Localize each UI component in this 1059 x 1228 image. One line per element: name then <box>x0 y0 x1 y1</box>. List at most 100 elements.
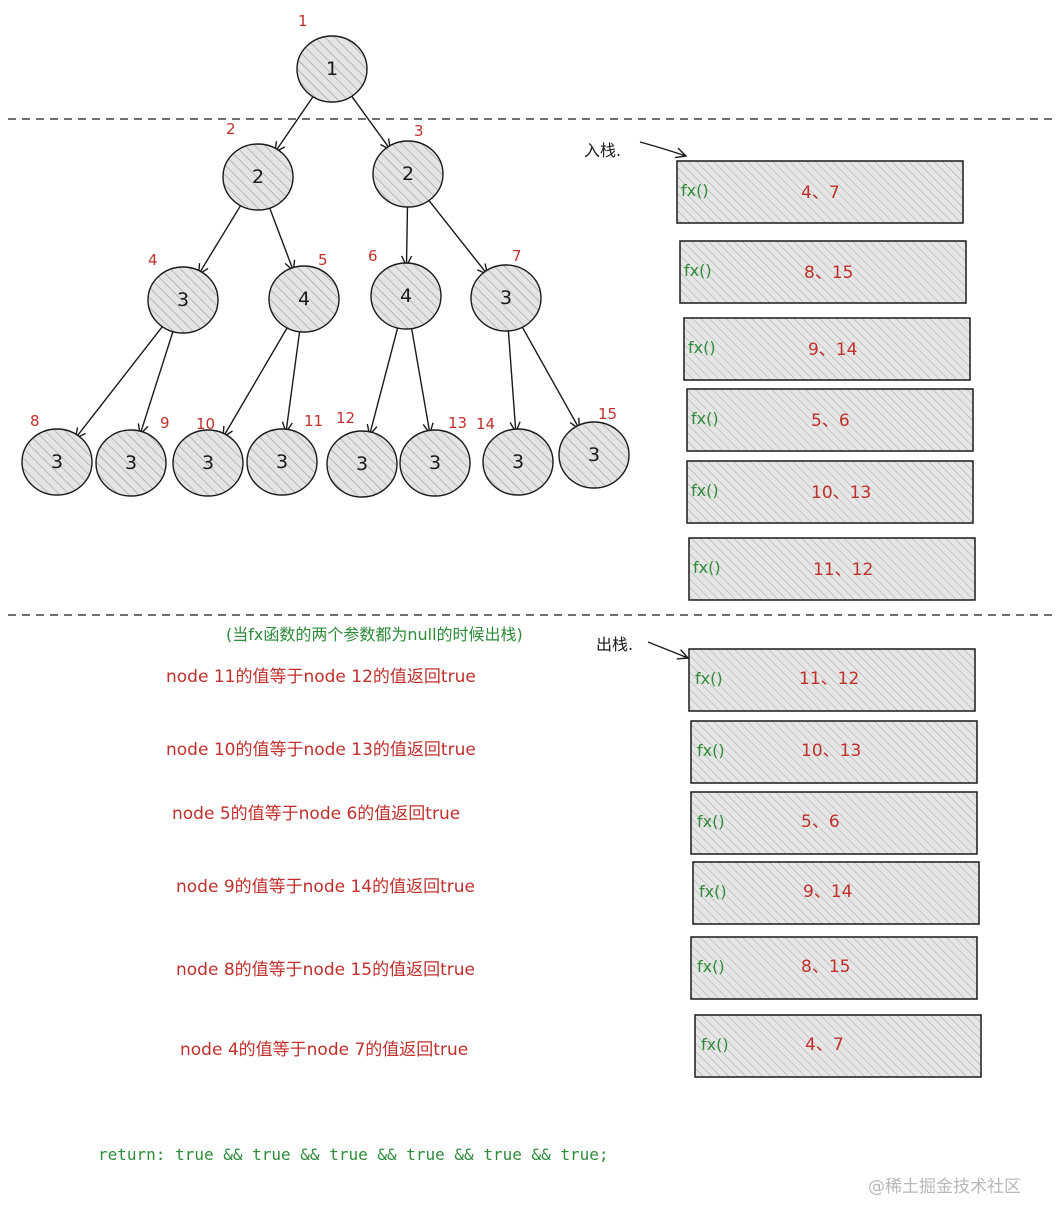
tree-edge <box>427 198 488 274</box>
stack-frame-box <box>679 240 967 304</box>
tree-node-value: 3 <box>125 452 137 474</box>
stack-frame-args: 11、12 <box>813 560 873 580</box>
tree-node-value: 4 <box>298 288 310 310</box>
push-stack-frame: fx() 11、12 <box>688 537 976 601</box>
stack-frame-box <box>686 388 974 452</box>
tree-node-circle <box>558 421 630 489</box>
tree-node-index-label: 3 <box>414 122 424 140</box>
tree-node-circle <box>399 429 471 497</box>
tree-node: 23 <box>372 122 444 208</box>
tree-node: 39 <box>95 414 170 497</box>
stack-frame-box <box>694 1014 982 1078</box>
stack-frame-args: 4、7 <box>801 183 840 203</box>
stack-frame-fn: fx() <box>688 338 716 357</box>
tree-node-circle <box>95 429 167 497</box>
pop-result-text: node 8的值等于node 15的值返回true <box>176 960 475 980</box>
tree-node-value: 3 <box>429 452 441 474</box>
tree-edge <box>199 203 242 274</box>
stack-frame-fn: fx() <box>695 669 723 688</box>
tree-node: 34 <box>147 251 219 334</box>
stack-frame-args: 5、6 <box>801 812 840 832</box>
stack-frame-args: 8、15 <box>801 957 850 977</box>
stack-frame-args: 9、14 <box>808 340 857 360</box>
push-stack-frame: fx() 8、15 <box>679 240 967 304</box>
tree-edge <box>410 327 429 434</box>
tree-node-index-label: 10 <box>196 415 215 433</box>
tree-edges <box>75 94 579 438</box>
stack-frame-fn: fx() <box>691 481 719 500</box>
pop-result-text: node 5的值等于node 6的值返回true <box>172 804 460 824</box>
pop-result-text: node 4的值等于node 7的值返回true <box>180 1040 468 1060</box>
stack-frame-fn: fx() <box>681 181 709 200</box>
tree-node-circle <box>246 428 318 496</box>
tree-edge <box>75 324 164 438</box>
tree-node-value: 3 <box>177 289 189 311</box>
stack-frame-fn: fx() <box>684 261 712 280</box>
tree-node: 45 <box>268 251 340 333</box>
tree-node-value: 1 <box>326 58 338 80</box>
tree-node: 46 <box>368 247 442 330</box>
tree-node-value: 3 <box>276 451 288 473</box>
tree-node-value: 3 <box>51 451 63 473</box>
stack-frame-args: 8、15 <box>804 263 853 283</box>
stack-frame-args: 4、7 <box>805 1035 844 1055</box>
tree-node-circle <box>296 35 368 103</box>
tree-node: 38 <box>21 412 93 496</box>
tree-node-index-label: 2 <box>226 120 236 138</box>
tree-node-circle <box>372 140 444 208</box>
tree-node-circle <box>326 430 398 498</box>
pop-condition-note: (当fx函数的两个参数都为null的时候出栈) <box>226 625 523 644</box>
stack-frame-fn: fx() <box>691 409 719 428</box>
stack-frame-fn: fx() <box>699 882 727 901</box>
pop-stack-label: 出栈. <box>596 635 633 654</box>
tree-node: 37 <box>470 247 542 332</box>
stack-frame-args: 10、13 <box>801 741 861 761</box>
pop-result-text: node 9的值等于node 14的值返回true <box>176 877 475 897</box>
push-stack-label: 入栈. <box>584 141 621 160</box>
stack-frame-box <box>690 720 978 784</box>
stack-frame-box <box>690 936 978 1000</box>
tree-node-circle <box>21 428 93 496</box>
return-statement: return: true && true && true && true && … <box>98 1145 609 1164</box>
tree-node: 315 <box>558 405 630 489</box>
tree-node-index-label: 1 <box>298 12 308 30</box>
push-stack-frame: fx() 5、6 <box>686 388 974 452</box>
watermark: @稀土掘金技术社区 <box>868 1177 1021 1197</box>
tree-node: 3 11 <box>246 412 323 496</box>
tree-edge <box>507 329 515 432</box>
stack-frame-box <box>686 460 974 524</box>
tree-node-circle <box>482 428 554 496</box>
push-stack-frame: fx() 9、14 <box>683 317 971 381</box>
pop-result-text: node 11的值等于node 12的值返回true <box>166 667 476 687</box>
stack-frame-fn: fx() <box>701 1035 729 1054</box>
tree-node-circle <box>470 264 542 332</box>
stack-frame-args: 5、6 <box>811 411 850 431</box>
tree-edge <box>350 94 391 150</box>
tree-node-value: 3 <box>356 453 368 475</box>
tree-node-value: 3 <box>588 444 600 466</box>
pop-stack-frame: fx() 4、7 node 4的值等于node 7的值返回true <box>180 1014 982 1078</box>
tree-node-index-label: 8 <box>30 412 40 430</box>
tree-node-index-label: 11 <box>304 412 323 430</box>
tree-edge <box>140 330 174 434</box>
tree-node-index-label: 9 <box>160 414 170 432</box>
pop-stack-arrow <box>647 641 688 658</box>
tree-node-circle <box>370 262 442 330</box>
push-stack-arrow <box>639 141 686 156</box>
push-stack-frame: fx() 10、13 <box>686 460 974 524</box>
tree-node-index-label: 7 <box>512 247 522 265</box>
tree-node-index-label: 12 <box>336 409 355 427</box>
tree-node-index-label: 5 <box>318 251 328 269</box>
tree-node-value: 2 <box>402 163 414 185</box>
tree-node: 310 <box>172 415 244 497</box>
stack-frame-args: 10、13 <box>811 483 871 503</box>
tree-node: 11 <box>296 12 368 103</box>
tree-node-value: 3 <box>512 451 524 473</box>
tree-node-value: 2 <box>252 166 264 188</box>
stack-frame-fn: fx() <box>693 558 721 577</box>
